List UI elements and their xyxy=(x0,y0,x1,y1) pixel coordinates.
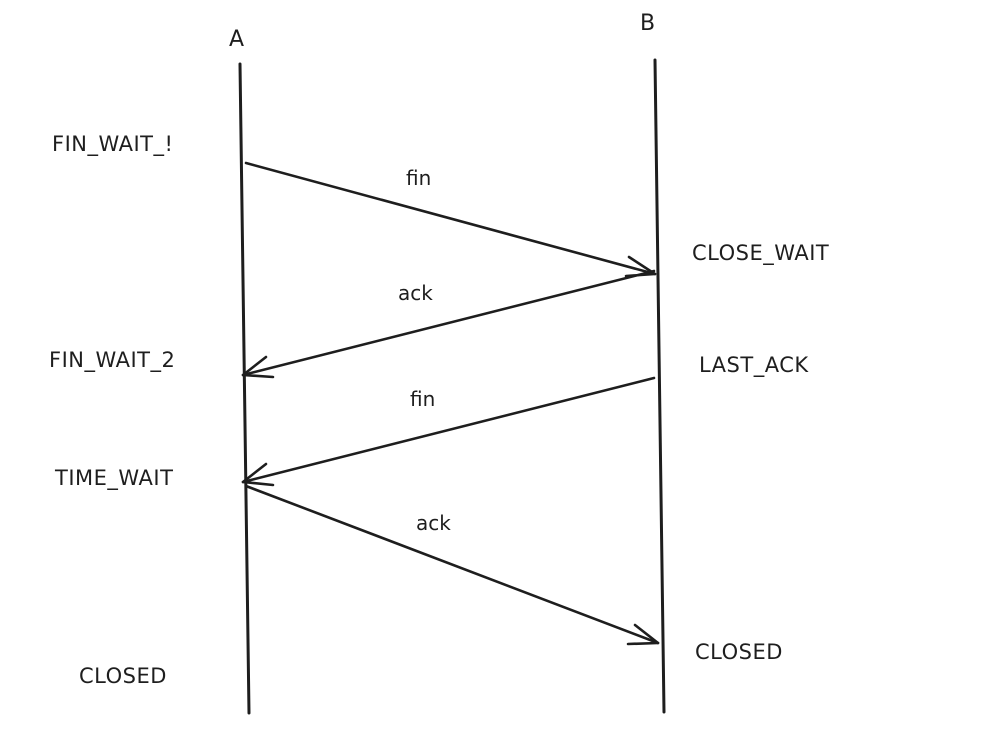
message-fin-b-to-a xyxy=(241,376,656,487)
arrow-line xyxy=(244,161,657,276)
lifeline-a xyxy=(238,62,251,715)
actor-a-label: A xyxy=(229,27,244,52)
arrowhead xyxy=(241,462,275,487)
arrow-line xyxy=(241,269,656,377)
state-b-close-wait: CLOSE_WAIT xyxy=(692,241,829,266)
state-a-closed: CLOSED xyxy=(79,664,167,688)
state-a-time-wait: TIME_WAIT xyxy=(54,466,173,491)
state-a-fin-wait-2: FIN_WAIT_2 xyxy=(49,348,175,373)
state-b-closed: CLOSED xyxy=(695,640,783,664)
message-label-fin-2: fin xyxy=(410,387,435,411)
message-ack-b-to-a xyxy=(241,269,656,379)
message-ack-a-to-b xyxy=(244,484,660,646)
message-fin-a-to-b xyxy=(244,161,657,278)
actor-b-label: B xyxy=(640,11,655,36)
message-label-ack-2: ack xyxy=(416,511,451,535)
arrowhead xyxy=(241,355,275,379)
arrow-line xyxy=(244,484,660,645)
lifeline-b xyxy=(653,58,666,714)
state-b-last-ack: LAST_ACK xyxy=(699,353,809,378)
arrow-line xyxy=(241,376,656,484)
arrowhead xyxy=(626,623,660,646)
message-label-ack-1: ack xyxy=(398,281,433,305)
message-label-fin-1: fin xyxy=(406,166,431,190)
state-a-fin-wait-1: FIN_WAIT_! xyxy=(52,132,173,157)
